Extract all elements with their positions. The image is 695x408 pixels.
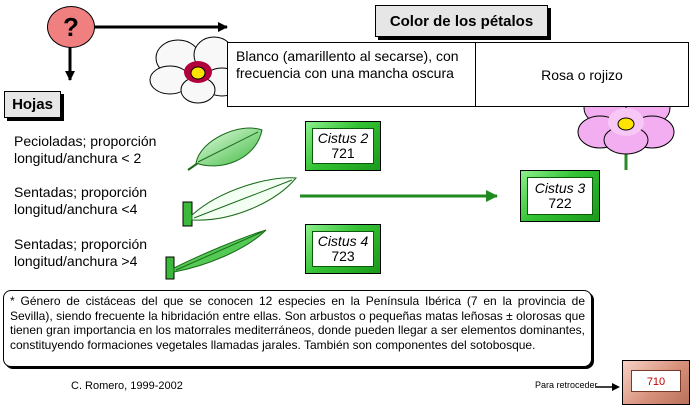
leaves-title: Hojas xyxy=(4,91,61,118)
petiolate-leaf-icon xyxy=(187,127,263,171)
petal-color-title: Color de los pétalos xyxy=(375,5,548,37)
cistus-2-button[interactable]: Cistus 2 721 xyxy=(305,121,381,171)
back-number: 710 xyxy=(631,370,681,392)
species-name: Cistus 2 xyxy=(317,130,369,146)
pink-flower-icon xyxy=(577,90,675,170)
leaf-option-sessile-gt4[interactable]: Sentadas; proporción longitud/anchura >4 xyxy=(14,236,148,269)
species-name: Cistus 4 xyxy=(317,233,369,249)
back-arrow-icon xyxy=(596,383,620,391)
genus-footnote: * Género de cistáceas del que se conocen… xyxy=(3,290,592,367)
leaf-option-petiolate[interactable]: Pecioladas; proporción longitud/anchura … xyxy=(14,133,157,166)
species-name: Cistus 3 xyxy=(534,180,586,196)
petal-option-pink[interactable]: Rosa o rojizo xyxy=(475,42,689,107)
question-mark-text: ? xyxy=(63,11,79,42)
species-number: 722 xyxy=(548,195,572,211)
back-label: Para retroceder xyxy=(535,380,598,390)
species-number: 723 xyxy=(331,248,355,264)
author-credit: C. Romero, 1999-2002 xyxy=(71,380,183,392)
petal-option-white[interactable]: Blanco (amarillento al secarse), con fre… xyxy=(227,42,477,107)
sessile-leaf-icon xyxy=(182,177,298,227)
linear-leaf-icon xyxy=(165,229,267,280)
back-button[interactable]: 710 xyxy=(622,360,690,405)
question-mark-circle: ? xyxy=(47,6,95,48)
cistus-3-button[interactable]: Cistus 3 722 xyxy=(520,170,600,222)
species-number: 721 xyxy=(331,145,355,161)
cistus-4-button[interactable]: Cistus 4 723 xyxy=(305,224,381,274)
leaf-option-sessile-lt4[interactable]: Sentadas; proporción longitud/anchura <4 xyxy=(14,184,148,217)
